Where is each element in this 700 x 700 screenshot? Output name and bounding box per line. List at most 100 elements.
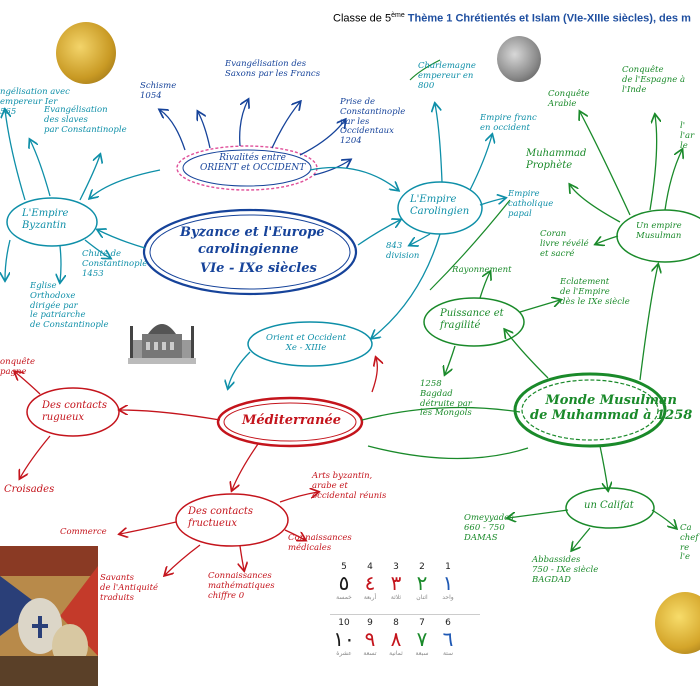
conquete-espagne-inde: Conquête de l'Espagne à l'Inde bbox=[622, 65, 686, 95]
fructueux-label: Des contacts fructueux bbox=[188, 506, 254, 529]
center-node-shape bbox=[142, 208, 358, 296]
croisades-label: Croisades bbox=[4, 484, 55, 495]
abbassides-label: Abbassides 750 - IXe siècle BAGDAD bbox=[532, 555, 599, 585]
numeral-arabic: ٥ bbox=[338, 571, 350, 595]
numeral-name: أربعة bbox=[363, 594, 377, 601]
rivalite-label: Rivalités entre ORIENT et OCCIDENT bbox=[200, 153, 306, 174]
class-sup: ème bbox=[391, 12, 405, 19]
hagia-sophia-image bbox=[128, 312, 196, 364]
califat-node-shape bbox=[565, 487, 655, 529]
conquete-arabie: Conquête Arabie bbox=[548, 89, 590, 109]
medicales-label: Connaissances médicales bbox=[288, 533, 352, 553]
mediterranee-label: Méditerranée bbox=[242, 413, 342, 428]
numeral-arabic: ٧ bbox=[416, 627, 428, 651]
numeral-western: 8 bbox=[393, 618, 399, 628]
numeral-name: ثمانية bbox=[389, 650, 403, 657]
evang-top-left: ngélisation avec empereur Ier 565 bbox=[0, 87, 70, 117]
numeral-name: ثلاثة bbox=[390, 594, 402, 601]
byzantin-label: L'Empire Byzantin bbox=[22, 208, 69, 231]
numeral-arabic: ٦ bbox=[442, 627, 454, 651]
empire-franc: Empire franc en occident bbox=[480, 113, 537, 133]
numeral-name: اثنان bbox=[416, 594, 428, 601]
commerce-label: Commerce bbox=[60, 527, 107, 537]
numeral-divider bbox=[330, 614, 480, 615]
numeral-western: 10 bbox=[338, 618, 350, 628]
center-title-line1: Byzance et l'Europe bbox=[180, 225, 325, 240]
prise-label: Prise de Constantinople par les Occident… bbox=[340, 97, 406, 147]
carolingien-label: L'Empire Carolingien bbox=[410, 194, 470, 217]
right-edge-fragment: l' l'ar le bbox=[680, 121, 695, 151]
byzantin-node-shape bbox=[6, 197, 98, 247]
orient-occident-label: Orient et Occident Xe - XIIIe bbox=[266, 333, 347, 353]
numeral-arabic: ٣ bbox=[390, 571, 402, 595]
eclatement-label: Eclatement de l'Empire dès le IXe siècle bbox=[560, 277, 630, 307]
numeral-name: تسعة bbox=[363, 650, 377, 657]
mediterranee-node-shape bbox=[216, 396, 364, 448]
arts-label: Arts byzantin, arabe et occidental réuni… bbox=[312, 471, 387, 501]
bagdad-detruite: 1258 Bagdad détruite par les Mongols bbox=[420, 379, 472, 419]
empire-catholique: Empire catholique papal bbox=[508, 189, 554, 219]
omeyyades-label: Omeyyades 660 - 750 DAMAS bbox=[464, 513, 514, 543]
saxons-label: Evangélisation des Saxons par les Francs bbox=[225, 59, 321, 79]
puissance-node-shape bbox=[423, 297, 525, 347]
numeral-arabic: ١٠ bbox=[333, 627, 355, 651]
class-label: Classe de 5 bbox=[333, 12, 392, 25]
silver-coin-top bbox=[497, 36, 541, 82]
charlemagne: Charlemagne empereur en 800 bbox=[418, 61, 476, 91]
evang-slaves: Evangélisation des slaves par Constantin… bbox=[44, 105, 127, 135]
numeral-western: 6 bbox=[445, 618, 451, 628]
numeral-name: عشرة bbox=[336, 650, 352, 657]
numeral-name: واحد bbox=[442, 594, 454, 601]
rugueux-node-shape bbox=[26, 387, 120, 437]
rayonnement-label: Rayonnement bbox=[452, 265, 512, 275]
empire-musulman-label: Un empire Musulman bbox=[636, 221, 682, 241]
center-title-line2: carolingienne bbox=[198, 242, 299, 257]
coran-label: Coran livre révélé et sacré bbox=[540, 229, 589, 259]
savants-label: Savants de l'Antiquité traduits bbox=[100, 573, 159, 603]
right-edge-fragment-2: Ca chef re l'e bbox=[680, 523, 699, 563]
numeral-western: 5 bbox=[341, 562, 347, 572]
crusades-miniature-image bbox=[0, 546, 98, 686]
numeral-arabic: ٨ bbox=[390, 627, 402, 651]
conquete-espagne-left: onquête pagne bbox=[0, 357, 35, 377]
muhammad-label: Muhammad Prophète bbox=[526, 148, 587, 171]
theme-title: Thème 1 Chrétientés et Islam (VIe-XIIIe … bbox=[407, 12, 691, 25]
numeral-arabic: ٤ bbox=[364, 571, 376, 595]
numeral-arabic: ١ bbox=[442, 571, 454, 595]
numeral-name: ستة bbox=[442, 650, 454, 657]
fructueux-node-shape bbox=[175, 493, 289, 547]
gold-coin-top-left bbox=[56, 22, 116, 84]
califat-label: un Califat bbox=[584, 500, 634, 511]
islam-label: Monde Musulman de Muhammad à 1258 bbox=[530, 393, 693, 423]
division-843: 843 division bbox=[386, 241, 420, 261]
rivalite-node-shape bbox=[176, 145, 318, 191]
schisme-label: Schisme 1054 bbox=[140, 81, 177, 101]
gold-coin-bottom-right bbox=[655, 592, 700, 654]
numeral-arabic: ٢ bbox=[416, 571, 428, 595]
orient-node-shape bbox=[247, 321, 373, 367]
numeral-western: 4 bbox=[367, 562, 373, 572]
eglise-orthodoxe: Eglise Orthodoxe dirigée par le patriarc… bbox=[30, 281, 109, 331]
numeral-name: خمسة bbox=[336, 594, 352, 601]
numeral-western: 3 bbox=[393, 562, 399, 572]
page-header: Classe de 5ème Thème 1 Chrétientés et Is… bbox=[333, 12, 691, 25]
numeral-western: 1 bbox=[445, 562, 451, 572]
islam-node-shape bbox=[513, 372, 667, 448]
maths-label: Connaissances mathématiques chiffre 0 bbox=[208, 571, 275, 601]
chute-constantinople: Chute de Constantinople 1453 bbox=[82, 249, 148, 279]
numeral-western: 2 bbox=[419, 562, 425, 572]
center-title-line3: VIe - IXe siècles bbox=[200, 261, 317, 276]
rugueux-label: Des contacts rugueux bbox=[42, 400, 108, 423]
